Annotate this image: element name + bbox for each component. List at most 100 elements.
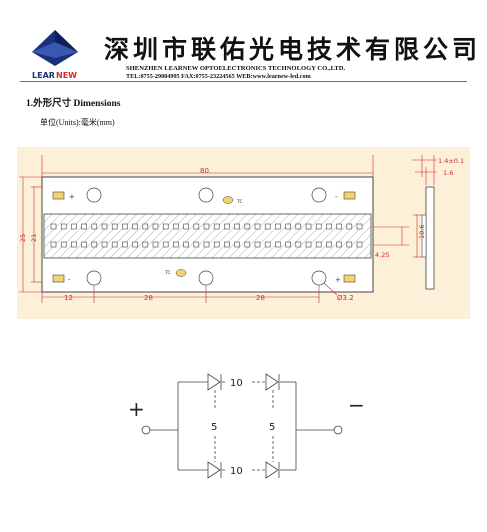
circuit-plus-label: +	[128, 397, 145, 421]
led-chip	[60, 241, 67, 248]
led-chip	[162, 223, 169, 230]
led-chip	[162, 241, 169, 248]
led-chip	[305, 223, 312, 230]
dim-thickness-b-label: 1.6	[443, 169, 453, 177]
dim-pitch-2-label: 28	[256, 294, 265, 302]
led-chip	[346, 241, 353, 248]
tc-point-top	[222, 196, 234, 204]
circuit-diagram: + −	[120, 360, 380, 500]
led-diode-icon	[207, 461, 222, 479]
led-chip	[254, 223, 261, 230]
led-chip	[326, 223, 332, 230]
logo-text-new: NEW	[56, 71, 77, 80]
led-chip	[346, 223, 353, 230]
led-chip	[111, 223, 118, 230]
led-chip	[244, 223, 251, 230]
units-note: 单位(Units):毫米(mm)	[40, 118, 115, 127]
led-chip	[295, 241, 302, 248]
led-chip	[142, 241, 149, 248]
led-chip	[152, 223, 159, 230]
dim-offset-label: 4.25	[375, 251, 389, 259]
led-chip	[336, 223, 342, 230]
led-chip	[305, 241, 312, 248]
led-chip	[213, 223, 220, 230]
led-chip	[60, 223, 67, 230]
led-chip	[50, 223, 57, 230]
led-diode-icon	[265, 461, 280, 479]
solder-pad-top-right	[343, 191, 356, 200]
led-chip	[81, 241, 87, 248]
dimension-height	[19, 176, 42, 293]
led-chip	[122, 223, 128, 230]
led-chip	[356, 241, 363, 248]
mount-hole	[86, 187, 102, 203]
series-count-bottom: 10	[230, 466, 243, 477]
solder-pad-top-left	[52, 191, 65, 200]
led-chip	[183, 223, 189, 230]
circuit-minus-label: −	[348, 393, 365, 417]
side-view-board	[425, 186, 435, 290]
led-chip	[203, 223, 210, 230]
logo-diamond-icon: LEAR NEW	[32, 30, 78, 80]
led-chip	[50, 241, 57, 248]
mount-hole	[311, 270, 327, 286]
led-chip	[173, 223, 179, 230]
dimension-drawing: + TC - - TC + 80	[17, 147, 470, 319]
led-chip	[71, 241, 77, 248]
mount-hole	[198, 270, 214, 286]
led-chip	[285, 241, 291, 248]
circuit-wires	[141, 381, 343, 471]
circuit-diagram-svg: + −	[128, 373, 365, 479]
tc-label-top: TC	[236, 199, 243, 205]
led-chip	[336, 241, 342, 248]
led-chip	[193, 241, 200, 248]
side-view-lens	[421, 214, 427, 258]
led-chip	[91, 223, 98, 230]
led-grid	[50, 223, 363, 248]
parallel-count-left: 5	[211, 422, 217, 433]
led-chip	[264, 241, 271, 248]
led-chip	[142, 223, 149, 230]
led-diode-icon	[207, 373, 222, 391]
dimension-side	[412, 155, 437, 258]
dim-hole-label: Ø3.2	[337, 294, 354, 302]
series-count-top: 10	[230, 378, 243, 389]
mount-hole	[86, 270, 102, 286]
dim-height-inner-label: 21	[30, 234, 38, 242]
led-chip	[193, 223, 200, 230]
led-chip	[101, 241, 108, 248]
company-contact-line: TEL:0755-29084995 FAX:0755-23224565 WEB:…	[126, 73, 311, 80]
led-chip	[183, 241, 189, 248]
mount-hole	[198, 187, 214, 203]
dim-edge-label: 12	[64, 294, 73, 302]
led-chip	[264, 223, 271, 230]
dimension-offset	[373, 226, 409, 246]
dim-height-outer-label: 25	[19, 234, 27, 242]
led-chip	[356, 223, 363, 230]
dim-length-label: 80	[200, 167, 209, 175]
parallel-count-right: 5	[269, 422, 275, 433]
led-chip	[152, 241, 159, 248]
company-name-english: SHENZHEN LEARNEW OPTOELECTRONICS TECHNOL…	[126, 65, 346, 72]
led-chip	[71, 223, 77, 230]
dimension-hole-pitch	[41, 285, 320, 303]
led-chip	[326, 241, 332, 248]
company-name-chinese: 深圳市联佑光电技术有限公司	[104, 35, 482, 64]
dim-side-height-label: 10.6	[418, 225, 426, 239]
led-chip	[213, 241, 220, 248]
led-chip	[244, 241, 251, 248]
tc-label-bottom: TC	[164, 270, 171, 276]
section-title: 1.外形尺寸 Dimensions	[26, 99, 121, 109]
dim-pitch-1-label: 28	[144, 294, 153, 302]
pad-plus-top: +	[69, 193, 75, 201]
led-chip	[275, 241, 281, 248]
solder-pad-bottom-right	[343, 274, 356, 283]
led-chip	[275, 223, 281, 230]
led-chip	[315, 223, 322, 230]
dimension-drawing-svg: + TC - - TC + 80	[19, 155, 464, 303]
led-chip	[91, 241, 98, 248]
dimension-length	[41, 155, 374, 177]
led-chip	[203, 241, 210, 248]
tc-point-bottom	[175, 269, 187, 277]
solder-pad-bottom-left	[52, 274, 65, 283]
